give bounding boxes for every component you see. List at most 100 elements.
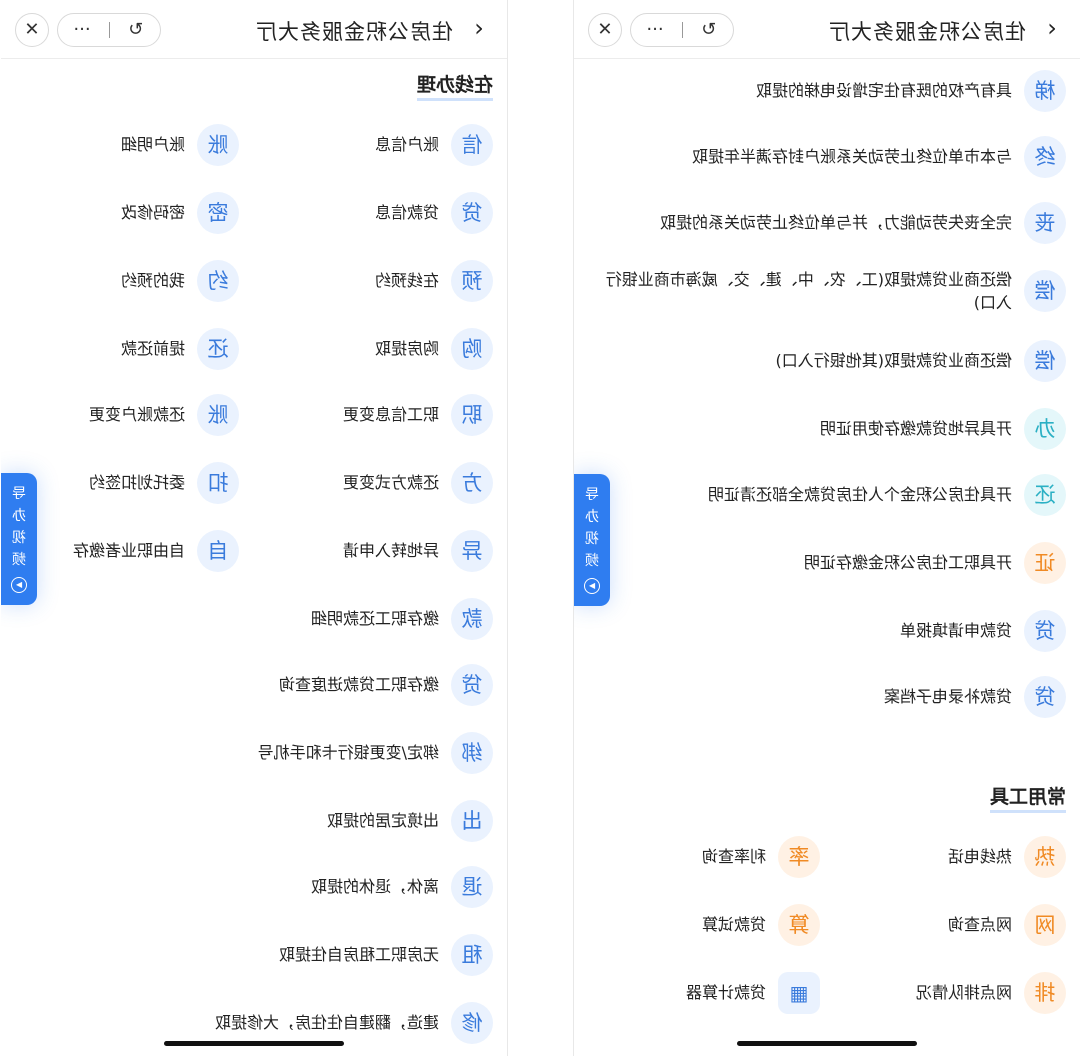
page-title: 住房公积金服务大厅 bbox=[255, 20, 453, 44]
service-grid-item[interactable]: 扣委托划扣签约 bbox=[9, 462, 239, 506]
service-label: 职工信息变更 bbox=[342, 405, 439, 424]
service-item[interactable]: 还开具住房公积金个人住房贷款全部还清证明 bbox=[588, 474, 1066, 518]
service-label: 还款账户变更 bbox=[88, 405, 185, 424]
service-item[interactable]: 丧完全丧失劳动能力，并与单位终止劳动关系的提取 bbox=[588, 202, 1066, 246]
service-icon: 账 bbox=[197, 124, 239, 166]
service-label: 委托划扣签约 bbox=[88, 473, 185, 492]
service-item[interactable]: 退离休，退休的提取 bbox=[15, 866, 493, 910]
service-label: 与本市单位终止劳动关系账户封存满半年提取 bbox=[691, 147, 1012, 166]
tool-icon: 网 bbox=[1024, 904, 1066, 946]
service-item[interactable]: 梯具有产权的既有住宅增设电梯的提取 bbox=[588, 70, 1066, 114]
service-grid-item[interactable]: 信账户信息 bbox=[263, 124, 493, 168]
phone-screen-right: ‹ 住房公积金服务大厅 ↻ ··· ✕ 在线办理 信账户信息账账户明细贷贷款信息… bbox=[1, 0, 508, 1056]
service-icon: 修 bbox=[451, 1002, 493, 1044]
service-icon: 款 bbox=[451, 598, 493, 640]
tool-label: 网点排队情况 bbox=[915, 983, 1012, 1002]
back-chevron-icon[interactable]: ‹ bbox=[474, 14, 484, 42]
service-grid-item[interactable]: 账还款账户变更 bbox=[9, 394, 239, 438]
service-icon: 退 bbox=[451, 866, 493, 908]
service-grid-item[interactable]: 职职工信息变更 bbox=[263, 394, 493, 438]
service-label: 还款方式变更 bbox=[342, 473, 439, 492]
service-icon: 扣 bbox=[197, 462, 239, 504]
service-label: 账户明细 bbox=[120, 135, 185, 154]
service-item[interactable]: 贷贷款申请填报单 bbox=[588, 610, 1066, 654]
tool-item[interactable]: 热热线电话 bbox=[836, 836, 1066, 880]
service-label: 开具职工住房公积金缴存证明 bbox=[803, 553, 1012, 572]
guide-video-tab[interactable]: 导办视频 ▶ bbox=[1, 473, 37, 605]
home-indicator bbox=[164, 1041, 344, 1046]
service-label: 在线预约 bbox=[374, 271, 439, 290]
service-item[interactable]: 出出境定居的提取 bbox=[15, 800, 493, 844]
more-icon[interactable]: ··· bbox=[73, 19, 91, 40]
service-grid-item[interactable]: 约我的预约 bbox=[9, 260, 239, 304]
refresh-icon[interactable]: ↻ bbox=[701, 19, 717, 40]
tool-item[interactable]: 排网点排队情况 bbox=[836, 972, 1066, 1016]
service-label: 我的预约 bbox=[120, 271, 185, 290]
tool-label: 利率查询 bbox=[701, 847, 766, 866]
service-grid-item[interactable]: 还提前还款 bbox=[9, 328, 239, 372]
service-grid-item[interactable]: 贷贷款信息 bbox=[263, 192, 493, 236]
service-label: 密码修改 bbox=[120, 203, 185, 222]
service-grid-item[interactable]: 方还款方式变更 bbox=[263, 462, 493, 506]
service-item[interactable]: 款缴存职工还款明细 bbox=[15, 598, 493, 642]
service-item[interactable]: 办开具异地贷款缴存使用证明 bbox=[588, 408, 1066, 452]
service-label: 出境定居的提取 bbox=[326, 811, 439, 830]
service-label: 贷款补录电子档案 bbox=[883, 687, 1012, 706]
service-item[interactable]: 偿偿还商业贷款提取(其他银行入口) bbox=[588, 340, 1066, 384]
service-icon: 贷 bbox=[1024, 676, 1066, 718]
service-icon: 购 bbox=[451, 328, 493, 370]
online-section-title: 在线办理 bbox=[416, 70, 493, 101]
refresh-icon[interactable]: ↻ bbox=[128, 19, 144, 40]
service-grid-item[interactable]: 密密码修改 bbox=[9, 192, 239, 236]
nav-bar: ‹ 住房公积金服务大厅 ↻ ··· ✕ bbox=[1, 0, 507, 59]
mini-program-capsule: ↻ ··· bbox=[57, 13, 161, 47]
service-item[interactable]: 贷缴存职工贷款进度查询 bbox=[15, 664, 493, 708]
service-grid-item[interactable]: 账账户明细 bbox=[9, 124, 239, 168]
service-icon: 出 bbox=[451, 800, 493, 842]
tools-section-title: 常用工具 bbox=[989, 782, 1066, 813]
service-grid-item[interactable]: 异异地转入申请 bbox=[263, 530, 493, 574]
service-label: 开具住房公积金个人住房贷款全部还清证明 bbox=[707, 485, 1012, 504]
back-chevron-icon[interactable]: ‹ bbox=[1047, 14, 1057, 42]
service-icon: 办 bbox=[1024, 408, 1066, 450]
service-item[interactable]: 偿偿还商业贷款提取(工、农、中、建、交、威海市商业银行入口) bbox=[588, 270, 1066, 314]
service-icon: 绑 bbox=[451, 732, 493, 774]
service-grid-item[interactable]: 自自由职业者缴存 bbox=[9, 530, 239, 574]
tool-item[interactable]: 算贷款试算 bbox=[590, 904, 820, 948]
close-button[interactable]: ✕ bbox=[15, 13, 49, 47]
tool-label: 网点查询 bbox=[947, 915, 1012, 934]
service-grid-item[interactable]: 购购房提取 bbox=[263, 328, 493, 372]
service-icon: 信 bbox=[451, 124, 493, 166]
guide-video-label: 导办视频 bbox=[585, 487, 599, 569]
service-label: 购房提取 bbox=[374, 339, 439, 358]
tool-item[interactable]: ▦贷款计算器 bbox=[590, 972, 820, 1016]
service-icon: 自 bbox=[197, 530, 239, 572]
service-item[interactable]: 绑绑定/变更银行卡和手机号 bbox=[15, 732, 493, 776]
service-item[interactable]: 租无房职工租房自住提取 bbox=[15, 934, 493, 978]
close-button[interactable]: ✕ bbox=[588, 13, 622, 47]
service-icon: 偿 bbox=[1024, 270, 1066, 312]
service-item[interactable]: 修建造，翻建自住住房，大修提取 bbox=[15, 1002, 493, 1046]
service-label: 账户信息 bbox=[374, 135, 439, 154]
more-icon[interactable]: ··· bbox=[646, 19, 664, 40]
service-icon: 约 bbox=[197, 260, 239, 302]
service-icon: 预 bbox=[451, 260, 493, 302]
nav-bar: ‹ 住房公积金服务大厅 ↻ ··· ✕ bbox=[574, 0, 1080, 59]
service-icon: 偿 bbox=[1024, 340, 1066, 382]
service-label: 偿还商业贷款提取(工、农、中、建、交、威海市商业银行入口) bbox=[605, 270, 1012, 312]
tool-item[interactable]: 率利率查询 bbox=[590, 836, 820, 880]
service-icon: 贷 bbox=[1024, 610, 1066, 652]
service-icon: 贷 bbox=[451, 192, 493, 234]
service-item[interactable]: 终与本市单位终止劳动关系账户封存满半年提取 bbox=[588, 136, 1066, 180]
service-grid-item[interactable]: 预在线预约 bbox=[263, 260, 493, 304]
tool-icon: 率 bbox=[778, 836, 820, 878]
tool-item[interactable]: 网网点查询 bbox=[836, 904, 1066, 948]
mini-program-capsule: ↻ ··· bbox=[630, 13, 734, 47]
service-item[interactable]: 证开具职工住房公积金缴存证明 bbox=[588, 542, 1066, 586]
tool-icon: 排 bbox=[1024, 972, 1066, 1014]
service-label: 异地转入申请 bbox=[342, 541, 439, 560]
service-label: 具有产权的既有住宅增设电梯的提取 bbox=[755, 81, 1012, 100]
service-item[interactable]: 贷贷款补录电子档案 bbox=[588, 676, 1066, 720]
guide-video-tab[interactable]: 导办视频 ▶ bbox=[574, 474, 610, 606]
service-icon: 还 bbox=[1024, 474, 1066, 516]
